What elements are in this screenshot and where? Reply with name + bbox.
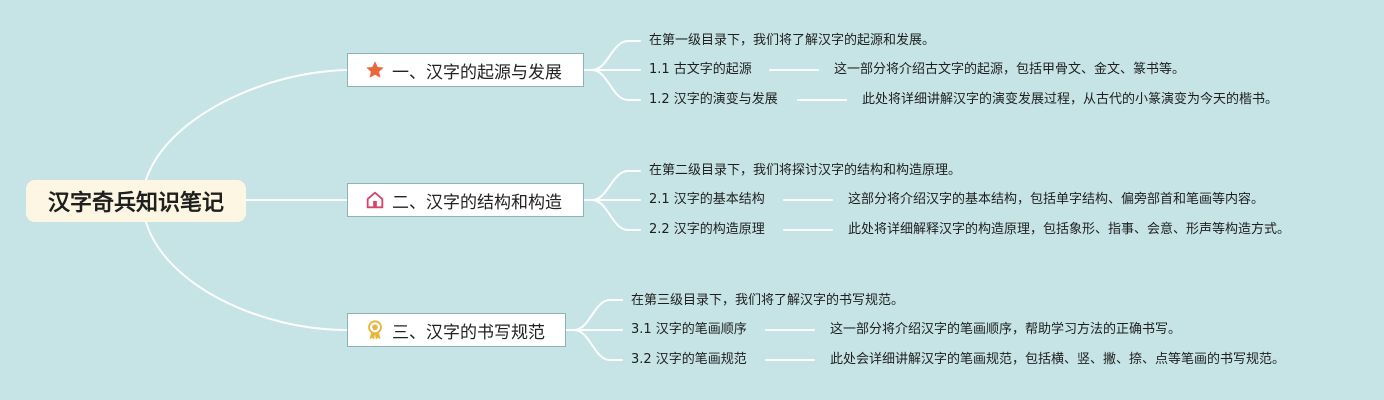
award-ribbon-icon [364,319,386,341]
branch-title: 三、汉字的书写规范 [392,322,545,343]
subtopic-label[interactable]: 1.1 古文字的起源 [649,62,752,77]
subtopic-intro[interactable]: 在第二级目录下，我们将探讨汉字的结构和构造原理。 [649,163,962,178]
subtopic-label[interactable]: 2.1 汉字的基本结构 [649,192,765,207]
subtopic-description[interactable]: 这部分将介绍汉字的基本结构，包括单字结构、偏旁部首和笔画等内容。 [848,192,1265,207]
branch-title: 二、汉字的结构和构造 [392,192,562,213]
subtopic-intro[interactable]: 在第三级目录下，我们将了解汉字的书写规范。 [631,293,905,308]
subtopic-intro[interactable]: 在第一级目录下，我们将了解汉字的起源和发展。 [649,33,936,48]
branch-title: 一、汉字的起源与发展 [392,62,562,83]
subtopic-label[interactable]: 2.2 汉字的构造原理 [649,222,765,237]
star-icon [364,59,386,81]
branch-topic-origin[interactable]: 一、汉字的起源与发展 [347,53,584,87]
subtopic-description[interactable]: 这一部分将介绍古文字的起源，包括甲骨文、金文、篆书等。 [834,62,1186,77]
subtopic-label[interactable]: 3.2 汉字的笔画规范 [631,352,747,367]
subtopic-description[interactable]: 此处会详细讲解汉字的笔画规范，包括横、竖、撇、捺、点等笔画的书写规范。 [830,352,1286,367]
subtopic-description[interactable]: 此处将详细讲解汉字的演变发展过程，从古代的小篆演变为今天的楷书。 [862,92,1279,107]
subtopic-label[interactable]: 1.2 汉字的演变与发展 [649,92,778,107]
root-topic[interactable]: 汉字奇兵知识笔记 [26,180,246,222]
subtopic-label[interactable]: 3.1 汉字的笔画顺序 [631,322,747,337]
house-icon [364,189,386,211]
subtopic-description[interactable]: 这一部分将介绍汉字的笔画顺序，帮助学习方法的正确书写。 [830,322,1182,337]
root-title: 汉字奇兵知识笔记 [47,191,224,216]
subtopic-description[interactable]: 此处将详细解释汉字的构造原理，包括象形、指事、会意、形声等构造方式。 [848,222,1291,237]
branch-topic-writing[interactable]: 三、汉字的书写规范 [347,313,566,347]
branch-topic-structure[interactable]: 二、汉字的结构和构造 [347,183,584,217]
